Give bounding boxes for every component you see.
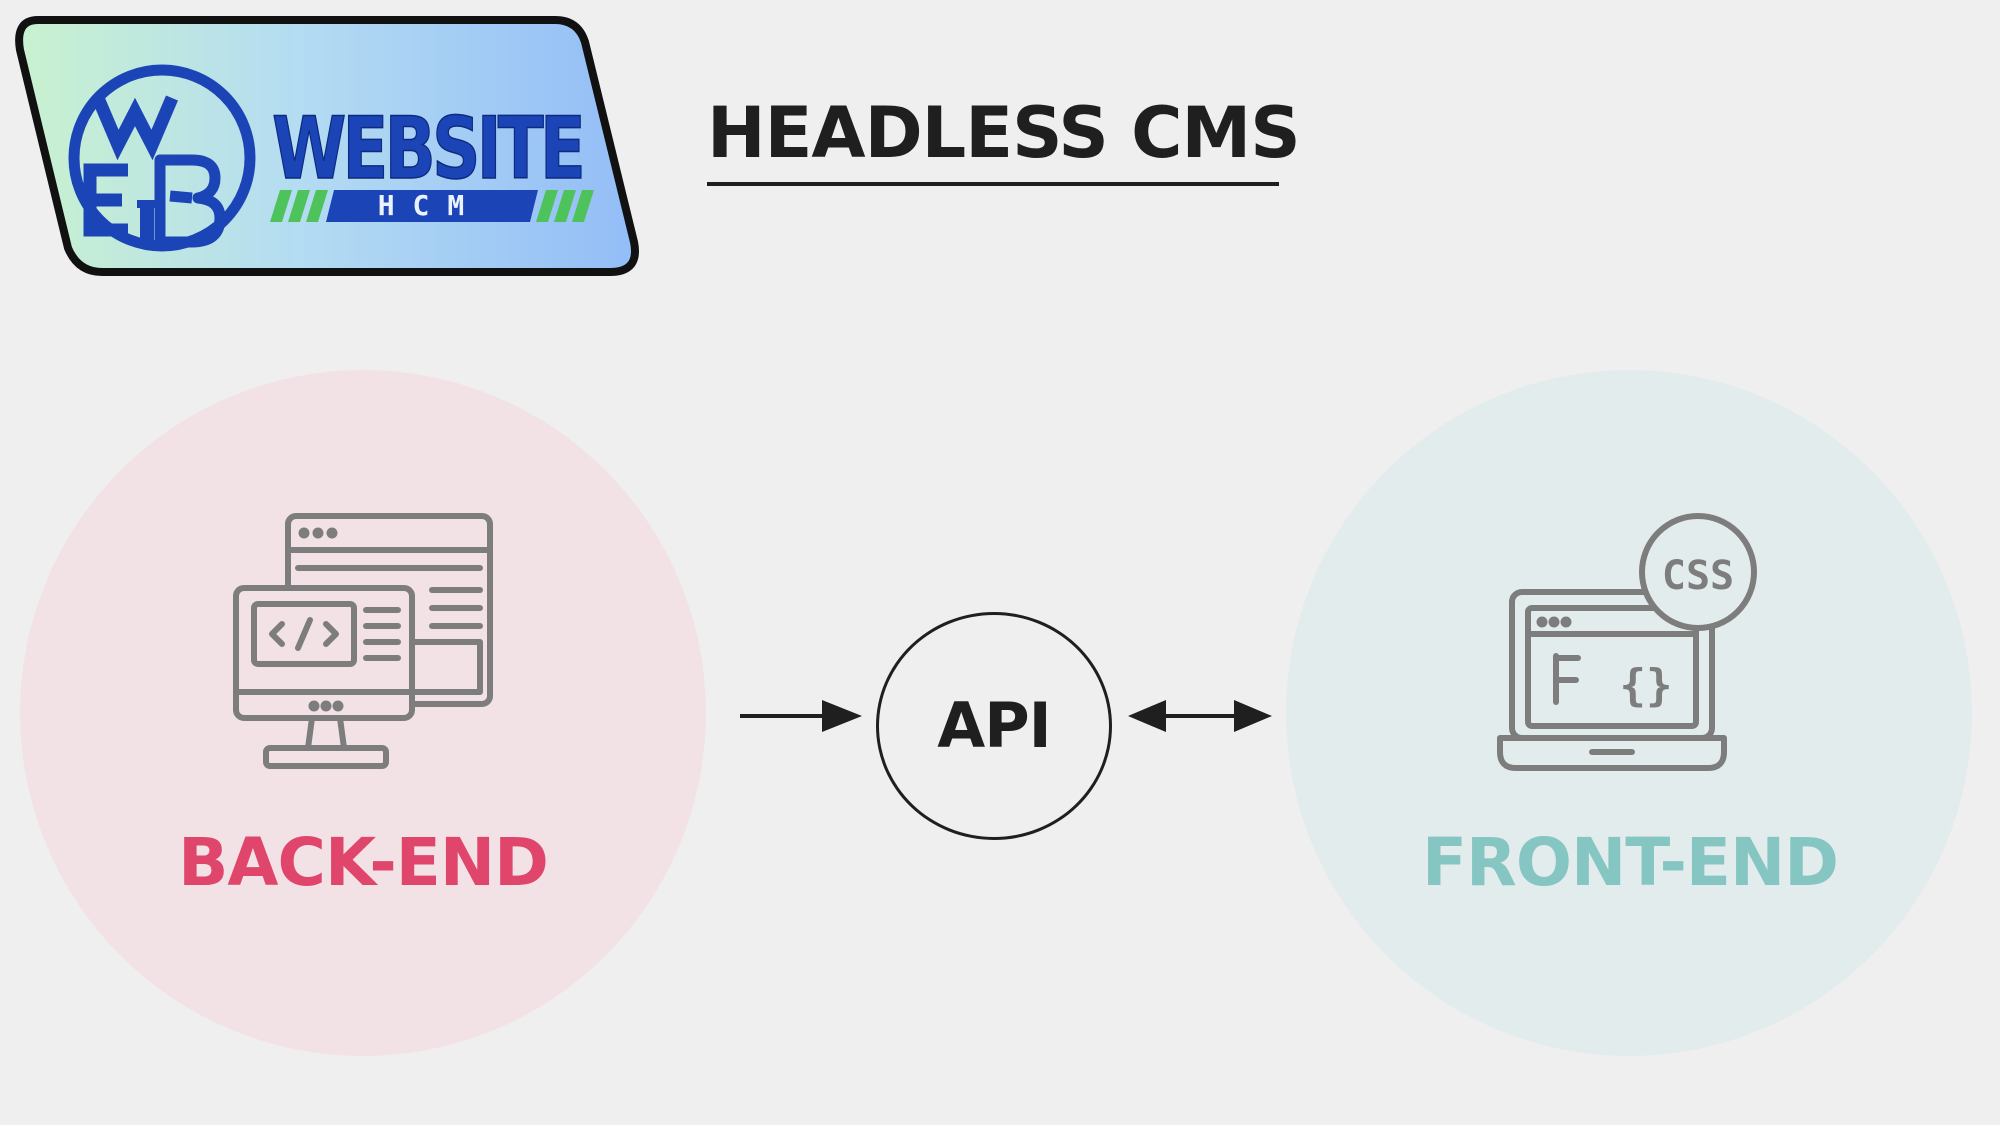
brace-glyph: {}: [1620, 660, 1673, 711]
logo-letter-e: [83, 163, 128, 237]
website-hcm-logo: WEBSITE HCM: [10, 10, 640, 285]
double-arrow-icon: [1126, 694, 1274, 738]
page-title: HEADLESS CMS: [707, 92, 1301, 174]
laptop-css-icon: {} CSS: [1496, 512, 1768, 776]
developer-computer-icon: [232, 512, 496, 772]
arrow-right-icon: [736, 694, 866, 738]
logo-stripes-left: [270, 190, 328, 222]
api-label: API: [937, 689, 1051, 762]
logo-hcm-bar: [326, 190, 538, 222]
logo-stripes-right: [536, 190, 594, 222]
frontend-circle: [1286, 370, 1972, 1056]
backend-label: BACK-END: [178, 824, 549, 901]
logo-wordmark: WEBSITE: [272, 99, 582, 199]
logo-letter-b: [154, 154, 226, 248]
logo-tower: [140, 205, 154, 245]
api-node: API: [876, 612, 1112, 840]
logo-letter-w: [92, 95, 178, 161]
css-badge-label: CSS: [1662, 553, 1734, 599]
logo-subtext: HCM: [378, 189, 483, 222]
title-underline: [707, 182, 1279, 186]
frontend-label: FRONT-END: [1421, 824, 1839, 901]
